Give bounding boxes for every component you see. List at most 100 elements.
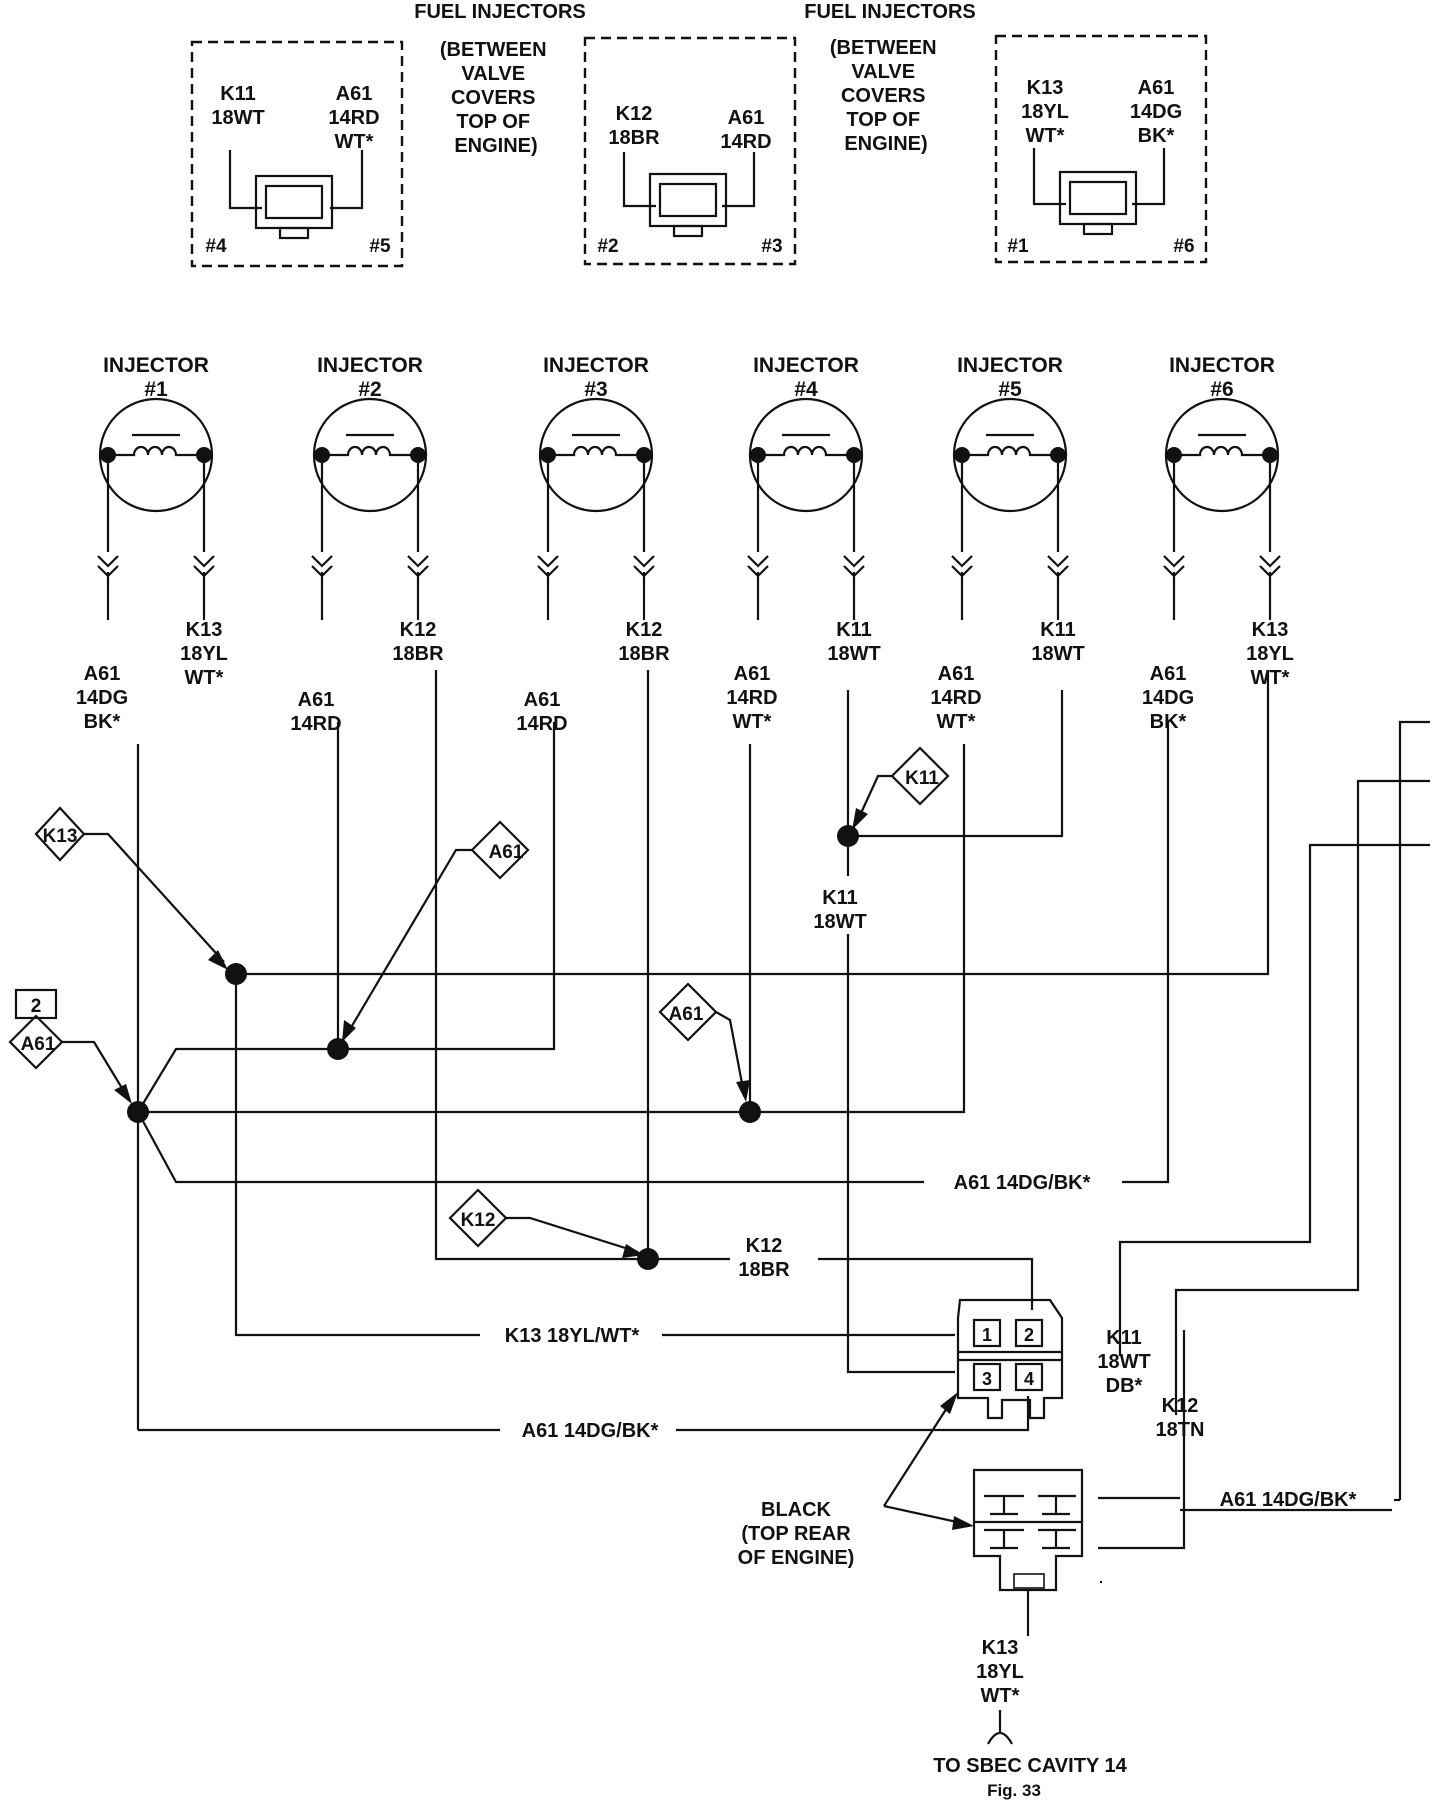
connector-injectors-2-3: K12 18BR A61 14RD #2 #3 bbox=[583, 36, 797, 266]
wire-label: WT* bbox=[733, 711, 772, 733]
wire-label: A61 14DG/BK* bbox=[954, 1172, 1091, 1194]
wire-label: A61 bbox=[938, 663, 975, 685]
wire-label: A61 bbox=[728, 107, 765, 129]
section-title: FUEL INJECTORS bbox=[414, 1, 586, 23]
wire-label: 18YL bbox=[1021, 101, 1069, 123]
wire-label: K11 bbox=[1040, 619, 1076, 641]
wire-label: WT* bbox=[981, 1685, 1020, 1707]
svg-text:K11: K11 bbox=[905, 768, 939, 789]
pin-label: #4 bbox=[205, 236, 227, 257]
injector-number: #1 bbox=[144, 378, 168, 401]
wire-label: A61 14DG/BK* bbox=[1220, 1489, 1357, 1511]
pin-number: 2 bbox=[1024, 1325, 1034, 1345]
black-connector-note: BLACK (TOP REAR OF ENGINE) bbox=[738, 1392, 974, 1569]
pin-number: 4 bbox=[1024, 1369, 1034, 1389]
note-line: ENGINE) bbox=[844, 133, 927, 155]
wire-label: A61 bbox=[524, 689, 561, 711]
connector-4-pin: 1 2 3 4 bbox=[956, 1298, 1064, 1420]
splice-callout-k12: K12 bbox=[448, 1188, 644, 1258]
injector-label: INJECTOR bbox=[317, 354, 423, 377]
note-line: VALVE bbox=[461, 63, 525, 85]
wire-label: 14RD bbox=[726, 687, 777, 709]
wire-label: K12 bbox=[616, 103, 653, 125]
svg-text:A61: A61 bbox=[669, 1004, 704, 1025]
pin-label: #5 bbox=[369, 236, 391, 257]
wire-label: A61 14DG/BK* bbox=[522, 1420, 659, 1442]
wire-label: 14DG bbox=[1130, 101, 1182, 123]
note-line: COVERS bbox=[841, 85, 925, 107]
svg-text:K13: K13 bbox=[43, 826, 78, 847]
injector-number: #3 bbox=[584, 378, 607, 401]
wire-label: A61 bbox=[84, 663, 121, 685]
wire-label: 18WT bbox=[1097, 1351, 1150, 1373]
injector-label: INJECTOR bbox=[543, 354, 649, 377]
pin-label: #6 bbox=[1173, 236, 1194, 257]
note-line: TOP OF bbox=[456, 111, 530, 133]
splice-callout-a61-mid: A61 bbox=[658, 982, 750, 1102]
wire-label: 18YL bbox=[180, 643, 228, 665]
injector-label: INJECTOR bbox=[1169, 354, 1275, 377]
wire-label: 14RD bbox=[516, 713, 567, 735]
wire-label: 18TN bbox=[1156, 1419, 1205, 1441]
injector-label: INJECTOR bbox=[103, 354, 209, 377]
wire-label: WT* bbox=[335, 131, 374, 153]
svg-text:BLACK: BLACK bbox=[761, 1499, 832, 1521]
wire-label: K11 bbox=[1106, 1327, 1142, 1349]
wire-label: 18WT bbox=[1031, 643, 1084, 665]
pin-label: #3 bbox=[761, 236, 782, 257]
wire-label: K11 bbox=[836, 619, 872, 641]
wire-label: WT* bbox=[1251, 667, 1290, 689]
connector-black bbox=[972, 1468, 1084, 1636]
injector-label: INJECTOR bbox=[957, 354, 1063, 377]
wire-label: DB* bbox=[1106, 1375, 1143, 1397]
wire-label: A61 bbox=[298, 689, 335, 711]
wire-label: WT* bbox=[1026, 125, 1065, 147]
svg-text:OF ENGINE): OF ENGINE) bbox=[738, 1547, 855, 1569]
injector-label: INJECTOR bbox=[753, 354, 859, 377]
injector-number: #2 bbox=[358, 378, 381, 401]
note-line: TOP OF bbox=[846, 109, 920, 131]
wire-label: 18YL bbox=[1246, 643, 1294, 665]
wire-label: K13 bbox=[1027, 77, 1064, 99]
bottom-callout: K13 18YL WT* TO SBEC CAVITY 14 Fig. 33 bbox=[933, 1637, 1127, 1800]
svg-text:2: 2 bbox=[31, 996, 42, 1017]
pin-number: 1 bbox=[982, 1325, 992, 1345]
wire-label: K11 bbox=[822, 887, 858, 909]
splice-callout-a61-top: A61 bbox=[342, 820, 530, 1042]
svg-text:(TOP REAR: (TOP REAR bbox=[741, 1523, 851, 1545]
wire-label: 18BR bbox=[392, 643, 444, 665]
note-line: (BETWEEN bbox=[440, 39, 547, 61]
wire-label: A61 bbox=[1138, 77, 1175, 99]
connector-injectors-1-6: FUEL INJECTORS (BETWEEN VALVE COVERS TOP… bbox=[804, 1, 1208, 264]
wire-label: K12 bbox=[1162, 1395, 1199, 1417]
injector-number: #6 bbox=[1210, 378, 1233, 401]
wire-label: 14RD bbox=[930, 687, 981, 709]
note-line: ENGINE) bbox=[454, 135, 537, 157]
wire-label: K11 bbox=[220, 83, 256, 105]
destination-label: TO SBEC CAVITY 14 bbox=[933, 1755, 1127, 1777]
pin-number: 3 bbox=[982, 1369, 992, 1389]
wire-label: K12 bbox=[626, 619, 663, 641]
note-line: VALVE bbox=[851, 61, 915, 83]
wire-label: 18WT bbox=[827, 643, 880, 665]
wire-label: 18BR bbox=[608, 127, 660, 149]
wire-label: K13 18YL/WT* bbox=[505, 1325, 640, 1347]
wire-label: K12 bbox=[746, 1235, 783, 1257]
wire-label: A61 bbox=[1150, 663, 1187, 685]
wire-label: K13 bbox=[982, 1637, 1019, 1659]
wire-label: K13 bbox=[1252, 619, 1289, 641]
pin-label: #1 bbox=[1007, 236, 1029, 257]
pin-label: #2 bbox=[597, 236, 618, 257]
svg-text:A61: A61 bbox=[489, 842, 524, 863]
wire-label: K12 bbox=[400, 619, 437, 641]
location-note: (BETWEEN VALVE COVERS TOP OF ENGINE) bbox=[440, 39, 552, 157]
wire-label: A61 bbox=[336, 83, 373, 105]
location-note: (BETWEEN VALVE COVERS TOP OF ENGINE) bbox=[830, 37, 942, 155]
splice-points bbox=[127, 825, 859, 1270]
splice-callout-k13: K13 bbox=[34, 806, 228, 970]
